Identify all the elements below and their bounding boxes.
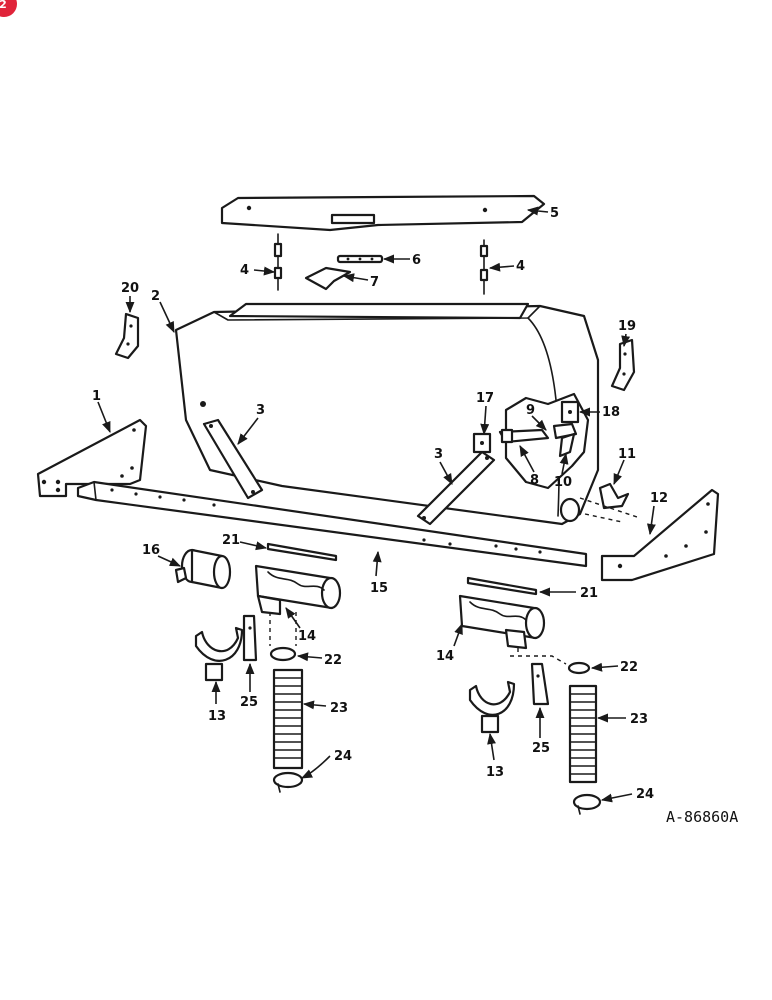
callout-10: 10 (554, 475, 572, 490)
callout-12: 12 (650, 491, 668, 506)
callout-17: 17 (476, 391, 494, 406)
agitator-crank (558, 432, 576, 458)
callout-21b: 21 (580, 586, 598, 601)
callout-5: 5 (550, 206, 559, 221)
callout-22a: 22 (324, 653, 342, 668)
drawing-number: A-86860A (666, 808, 738, 826)
hopper-strap-left (202, 418, 264, 500)
end-bracket-left (114, 312, 140, 360)
callout-13b: 13 (486, 765, 504, 780)
agitator-shaft-bracket (560, 400, 580, 424)
callout-25b: 25 (532, 741, 550, 756)
callout-4a: 4 (240, 263, 249, 278)
callout-23b: 23 (630, 712, 648, 727)
callout-9: 9 (526, 403, 535, 418)
callout-13a: 13 (208, 709, 226, 724)
tube-spring-clip-left (272, 771, 304, 793)
tube-clip-right (530, 662, 550, 706)
hopper-lid (220, 194, 546, 232)
feed-cup-cap (174, 548, 232, 590)
tube-bracket-right (468, 680, 516, 734)
end-plate-right (600, 488, 720, 582)
callout-20: 20 (121, 281, 139, 296)
callout-14a: 14 (298, 629, 316, 644)
seal-strip-right (466, 576, 538, 596)
callout-23a: 23 (330, 701, 348, 716)
callout-25a: 25 (240, 695, 258, 710)
callout-3b: 3 (434, 447, 443, 462)
callout-24b: 24 (636, 787, 654, 802)
callout-7: 7 (370, 275, 379, 290)
feed-cup-right-guide (510, 648, 567, 665)
tube-bracket-left (194, 626, 244, 682)
leader-lines (97, 206, 656, 803)
callout-14b: 14 (436, 649, 454, 664)
hopper-clip (598, 482, 630, 510)
callout-2: 2 (151, 289, 160, 304)
callout-4b: 4 (516, 259, 525, 274)
flex-tube-right (568, 684, 598, 784)
callout-22b: 22 (620, 660, 638, 675)
lid-support-rod-left (273, 233, 283, 291)
svg-text:2: 2 (0, 0, 7, 11)
callout-18: 18 (602, 405, 620, 420)
clip-guide-line (579, 497, 641, 523)
lid-support-rod-right (479, 239, 489, 295)
callout-8: 8 (530, 473, 539, 488)
seal-strip-left (266, 542, 338, 562)
callout-16: 16 (142, 543, 160, 558)
agitator-link (498, 428, 550, 444)
callout-19: 19 (618, 319, 636, 334)
flex-tube-left (272, 668, 304, 770)
hinge-pin (336, 254, 384, 264)
callout-1: 1 (92, 389, 101, 404)
tube-ring-left (269, 646, 297, 662)
tube-ring-right (567, 661, 591, 675)
feed-cup-right (458, 594, 546, 650)
callout-24a: 24 (334, 749, 352, 764)
lid-latch (304, 266, 352, 291)
feed-cup-left-guide (269, 612, 297, 646)
callout-21a: 21 (222, 533, 240, 548)
base-rail (76, 480, 588, 568)
end-plate-left (36, 418, 148, 498)
agitator-bracket (472, 432, 492, 454)
callout-15: 15 (370, 581, 388, 596)
callout-6: 6 (412, 253, 421, 268)
tube-spring-clip-right (572, 793, 602, 815)
callout-3a: 3 (256, 403, 265, 418)
callout-labels: 1 2 3 3 4 4 5 6 7 8 9 10 11 12 13 13 14 … (92, 206, 668, 802)
hopper-strap-right (416, 450, 496, 526)
end-bracket-right (610, 338, 636, 392)
page-badge: 2 (0, 0, 17, 17)
feed-cup-left (254, 564, 342, 616)
callout-11: 11 (618, 447, 636, 462)
tube-clip-left (242, 614, 258, 662)
